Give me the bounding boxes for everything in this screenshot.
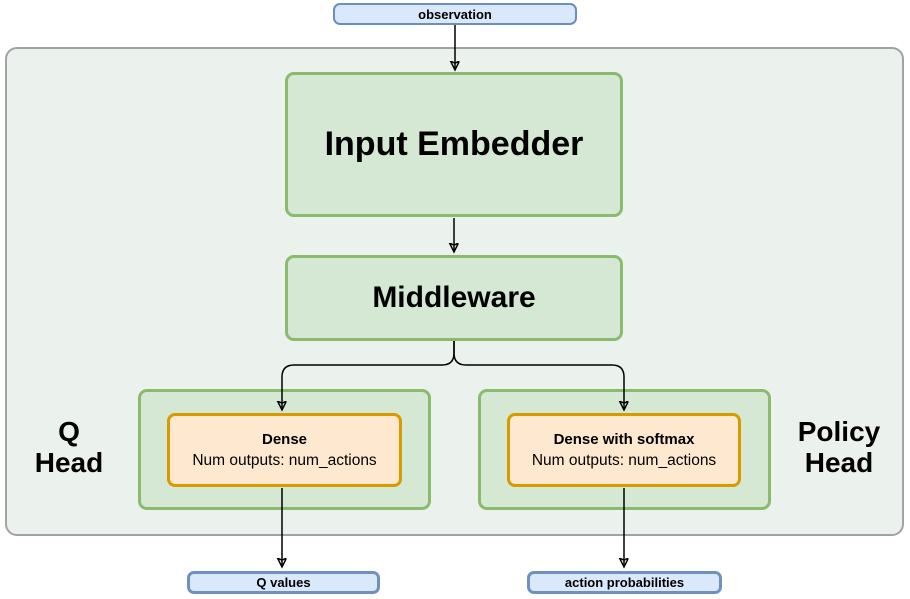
middleware-node: Middleware [285,255,623,341]
middleware-label: Middleware [372,281,536,314]
q-head-side-label-line1: Q [58,416,80,447]
policy-head-side-label-line2: Head [804,447,874,478]
input-embedder-label: Input Embedder [324,125,584,163]
input-embedder-node: Input Embedder [285,72,623,217]
policy-head-dense-subtitle: Num outputs: num_actions [531,451,717,469]
q-head-dense-title: Dense [261,430,308,448]
policy-head-side-label: Policy Head [779,416,899,478]
q-head-side-label-line2: Head [34,447,104,478]
action-probabilities-label: action probabilities [564,575,685,590]
action-probabilities-output-node: action probabilities [527,571,722,594]
q-values-label: Q values [256,575,311,590]
policy-head-dense-title: Dense with softmax [553,430,695,448]
q-head-dense-subtitle: Num outputs: num_actions [192,451,377,469]
policy-head-side-label-line1: Policy [797,416,881,447]
observation-node: observation [333,3,577,25]
q-head-side-label: Q Head [14,416,124,478]
q-values-output-node: Q values [187,571,380,594]
policy-head-dense-node: Dense with softmax Num outputs: num_acti… [507,413,741,487]
q-head-dense-node: Dense Num outputs: num_actions [167,413,402,487]
observation-label: observation [418,6,492,22]
